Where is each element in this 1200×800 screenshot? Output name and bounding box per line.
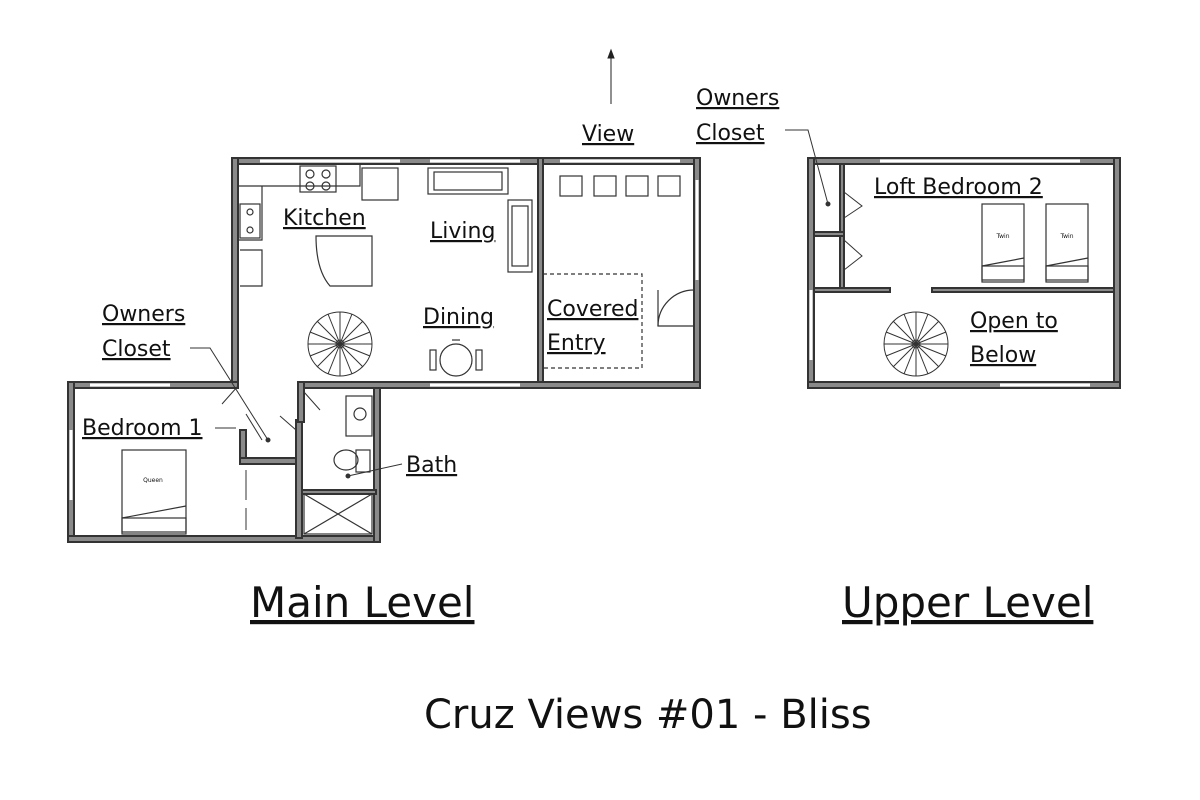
living-furniture (427, 167, 533, 273)
label-bath: Bath (406, 453, 457, 478)
label-covered-entry-1: Covered (547, 297, 638, 322)
label-open-to-below-2: Below (970, 343, 1036, 368)
leader-lines (190, 129, 831, 479)
twin-beds (981, 203, 1089, 283)
covered-entry-features (543, 175, 695, 369)
twin-bed-label-1: Twin (995, 233, 1009, 240)
label-open-to-below-1: Open to (970, 309, 1058, 334)
label-loft-bedroom: Loft Bedroom 2 (874, 175, 1043, 200)
kitchen-counters (238, 164, 399, 287)
windows (69, 159, 699, 500)
label-dining: Dining (423, 305, 494, 330)
label-bedroom-1: Bedroom 1 (82, 416, 203, 441)
label-owners-closet-left-2: Closet (102, 337, 171, 362)
queen-bed (121, 449, 187, 535)
label-view: View (582, 122, 634, 147)
upper-windows (809, 159, 1090, 387)
label-owners-closet-top-2: Closet (696, 121, 765, 146)
label-owners-closet-left-1: Owners (102, 302, 185, 327)
bath-fixtures (303, 395, 373, 535)
title-main-level: Main Level (250, 578, 474, 627)
room-labels: View Owners Closet Loft Bedroom 2 Kitche… (82, 86, 1058, 478)
label-covered-entry-2: Entry (547, 331, 606, 356)
upper-level-plan: Twin Twin (807, 157, 1121, 389)
doors (221, 385, 321, 530)
queen-bed-label: Queen (143, 477, 163, 484)
label-living: Living (430, 219, 495, 244)
spiral-stair-upper (883, 311, 949, 377)
main-level-plan: Queen (67, 157, 701, 543)
label-owners-closet-top-1: Owners (696, 86, 779, 111)
title-upper-level: Upper Level (842, 578, 1093, 627)
dining-table (429, 339, 483, 377)
view-arrow (607, 48, 615, 104)
upper-closet-doors (843, 191, 863, 271)
label-kitchen: Kitchen (283, 206, 366, 231)
plan-titles: Main Level Upper Level Cruz Views #01 - … (250, 578, 1093, 738)
title-plan-name: Cruz Views #01 - Bliss (424, 692, 872, 738)
spiral-stair-main (307, 311, 373, 377)
twin-bed-label-2: Twin (1059, 233, 1073, 240)
